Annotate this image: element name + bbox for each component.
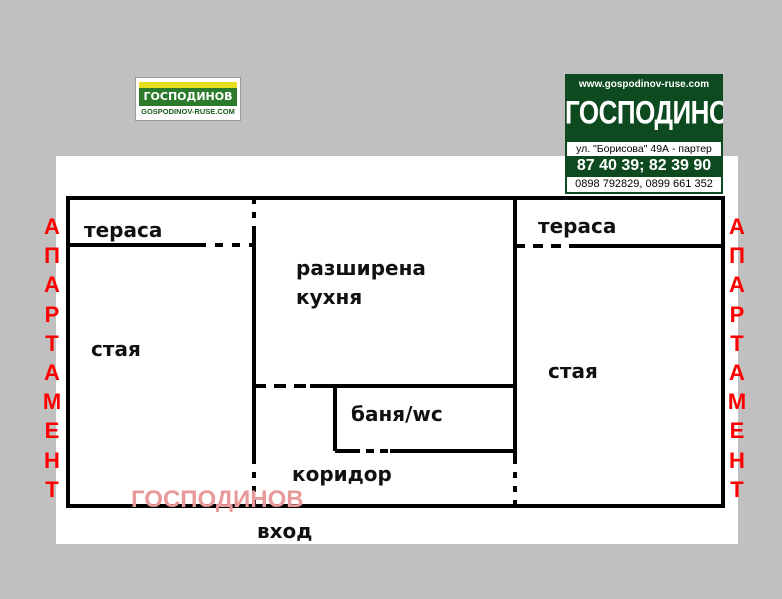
logo-band — [139, 88, 237, 106]
ad-address: ул. "Борисова" 49А - партер — [567, 142, 721, 156]
ad-mobiles: 0898 792829, 0899 661 352 — [567, 177, 721, 192]
ad-name: ГОСПОДИНОВ — [565, 93, 723, 131]
label-entrance: вход — [257, 519, 313, 543]
label-room-right: стая — [548, 359, 598, 383]
label-corridor: коридор — [292, 462, 392, 486]
ad-url: www.gospodinov-ruse.com — [578, 79, 710, 90]
label-bathroom: баня/wc — [351, 402, 443, 426]
side-label-left: АПАРТАМЕНТ — [42, 214, 62, 502]
label-terrace-left: тераса — [84, 218, 163, 242]
label-terrace-right: тераса — [538, 214, 617, 238]
agency-ad: www.gospodinov-ruse.com ГОСПОДИНОВ ул. "… — [565, 74, 723, 194]
brand-logo-small: ГОСПОДИНОВ GOSPODINOV-RUSE.COM — [135, 77, 241, 121]
watermark: ГОСПОДИНОВ — [131, 486, 304, 513]
side-label-right: АПАРТАМЕНТ — [727, 214, 747, 502]
logo-url: GOSPODINOV-RUSE.COM — [141, 107, 235, 116]
logo-stripe — [139, 82, 237, 88]
label-room-left: стая — [91, 337, 141, 361]
plan-panel — [56, 156, 738, 544]
ad-phones: 87 40 39; 82 39 90 — [576, 157, 712, 174]
label-kitchen: разширена кухня — [296, 256, 426, 309]
outer-wall — [66, 196, 725, 508]
walls — [66, 196, 725, 508]
logo-name: ГОСПОДИНОВ — [143, 90, 233, 103]
